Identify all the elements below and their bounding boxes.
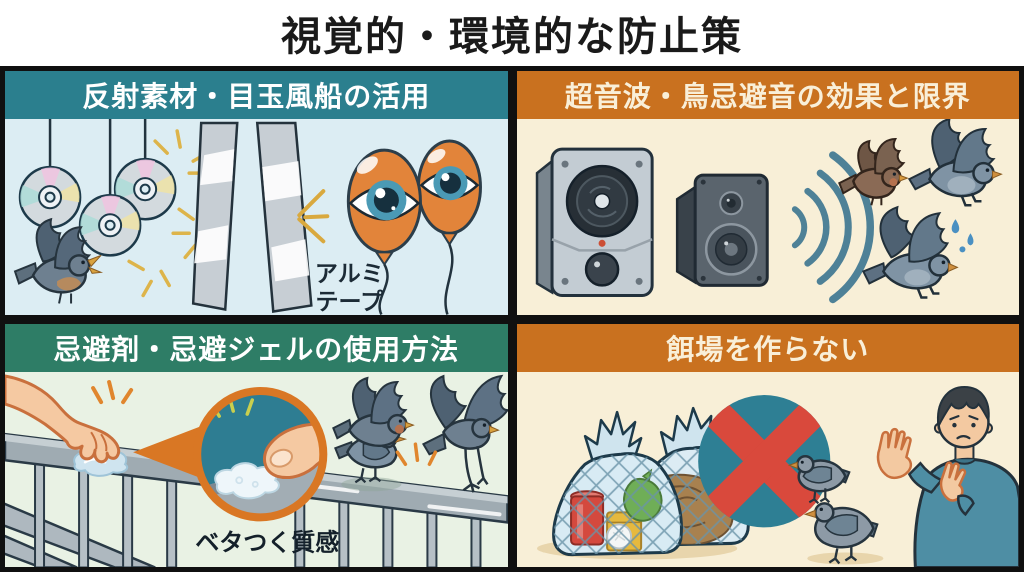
large-pigeon-icon xyxy=(803,501,879,564)
panel-no-feeding-art xyxy=(516,371,1019,567)
panel-no-feeding-header: 餌場を作らない xyxy=(516,323,1019,372)
flying-bird-icon xyxy=(332,376,415,447)
fleeing-pigeon-top-icon xyxy=(907,119,1003,207)
speaker-side-icon xyxy=(675,173,769,287)
sparkle-arrow-icon xyxy=(297,189,330,244)
sticky-texture-label: ベタつく質感 xyxy=(195,528,339,556)
callout-wedge xyxy=(133,425,202,478)
panel-reflective: 反射素材・目玉風船の活用 xyxy=(5,71,508,315)
panel-repellent-header: 忌避剤・忌避ジェルの使用方法 xyxy=(5,323,508,372)
speaker-front-icon xyxy=(535,147,654,297)
title-band: 視覚的・環境的な防止策 xyxy=(0,0,1024,66)
aluminum-tape-strips-icon xyxy=(191,121,313,313)
magnifier-ring xyxy=(193,386,328,521)
person-stop-gesture-icon xyxy=(876,385,1019,567)
panel-grid: 反射素材・目玉風船の活用 xyxy=(0,66,1024,572)
small-pigeon-icon xyxy=(787,454,851,504)
panel-ultrasonic-art xyxy=(516,119,1019,315)
rail-sparkles-icon xyxy=(395,441,438,466)
panel-ultrasonic: 超音波・鳥忌避音の効果と限界 xyxy=(516,71,1019,315)
panel-reflective-header: 反射素材・目玉風船の活用 xyxy=(5,71,508,119)
garbage-bag-front-icon xyxy=(551,410,683,556)
panel-ultrasonic-header: 超音波・鳥忌避音の効果と限界 xyxy=(516,71,1019,119)
page-title: 視覚的・環境的な防止策 xyxy=(281,15,743,59)
sweat-drops-icon xyxy=(951,219,973,253)
cd-strings xyxy=(48,119,147,198)
eye-balloon-front-icon xyxy=(346,148,422,315)
hand-sparkles-icon xyxy=(91,379,134,404)
hand-applying-gel-icon xyxy=(5,374,121,463)
aluminum-tape-label-line2: テープ xyxy=(316,288,385,314)
panel-repellent: 忌避剤・忌避ジェルの使用方法 xyxy=(5,323,508,567)
aluminum-tape-label-line1: アルミ xyxy=(315,260,384,286)
pigeon-shadow xyxy=(806,551,883,564)
panel-reflective-art: アルミ テープ xyxy=(5,119,508,315)
fleeing-brown-bird-icon xyxy=(837,138,909,206)
sparkle-lines-icon xyxy=(127,129,209,298)
sound-waves-icon xyxy=(791,151,874,304)
eye-balloon-back-icon xyxy=(416,139,482,315)
fleeing-pigeon-bottom-icon xyxy=(861,205,959,299)
panel-repellent-art: ベタつく質感 xyxy=(5,371,508,567)
prohibition-icon xyxy=(697,394,830,527)
landing-bird-icon xyxy=(422,374,508,493)
startled-bird-icon xyxy=(13,217,104,304)
panel-no-feeding: 餌場を作らない xyxy=(516,323,1019,567)
